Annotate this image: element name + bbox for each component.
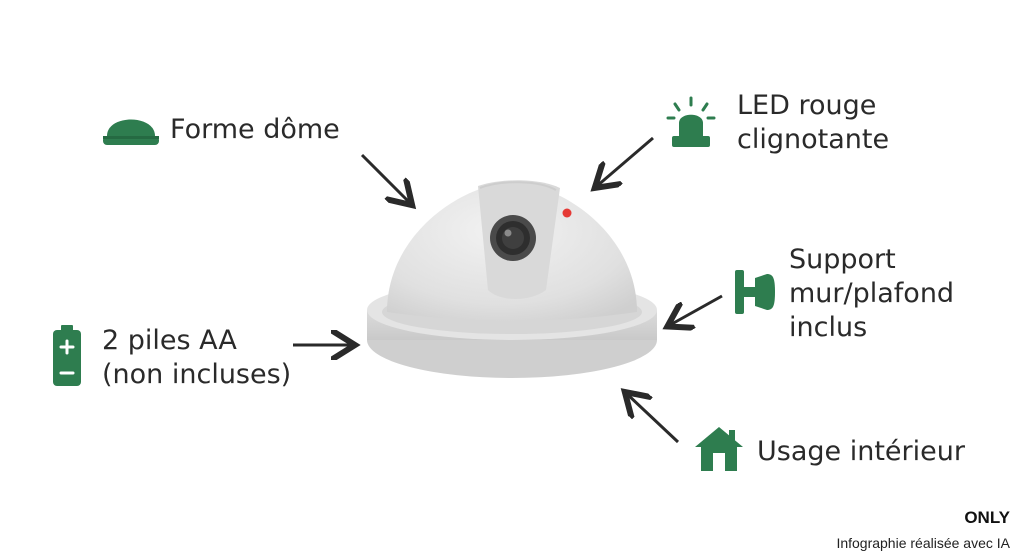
feature-battery-label: 2 piles AA (non incluses) <box>102 324 291 392</box>
feature-led-label: LED rouge clignotante <box>737 89 889 157</box>
feature-led-line2: clignotante <box>737 124 890 155</box>
feature-mount-line2: mur/plafond <box>789 278 955 309</box>
dome-icon <box>103 119 159 145</box>
house-icon <box>695 427 743 471</box>
dome-camera-illustration <box>367 180 657 378</box>
feature-indoor-label: Usage intérieur <box>757 436 965 467</box>
feature-mount-label: Support mur/plafond inclus <box>789 243 954 345</box>
feature-mount-line1: Support <box>789 244 896 275</box>
feature-led-line1: LED rouge <box>737 90 877 121</box>
arrow-dome <box>360 153 410 203</box>
feature-battery-line2: (non incluses) <box>102 359 292 390</box>
ai-credit-text: Infographie réalisée avec IA <box>836 535 1010 551</box>
red-led-dot <box>562 208 572 218</box>
feature-dome-label: Forme dôme <box>170 114 340 145</box>
arrow-led <box>597 136 654 186</box>
alarm-light-icon <box>666 96 716 147</box>
arrow-mount <box>670 294 723 325</box>
battery-icon <box>53 325 81 386</box>
brand-logo-text: ONLY <box>964 508 1010 527</box>
feature-mount-line3: inclus <box>789 312 868 343</box>
wall-bracket-icon <box>735 270 775 314</box>
arrow-indoor <box>627 394 680 444</box>
feature-battery-line1: 2 piles AA <box>102 325 237 356</box>
